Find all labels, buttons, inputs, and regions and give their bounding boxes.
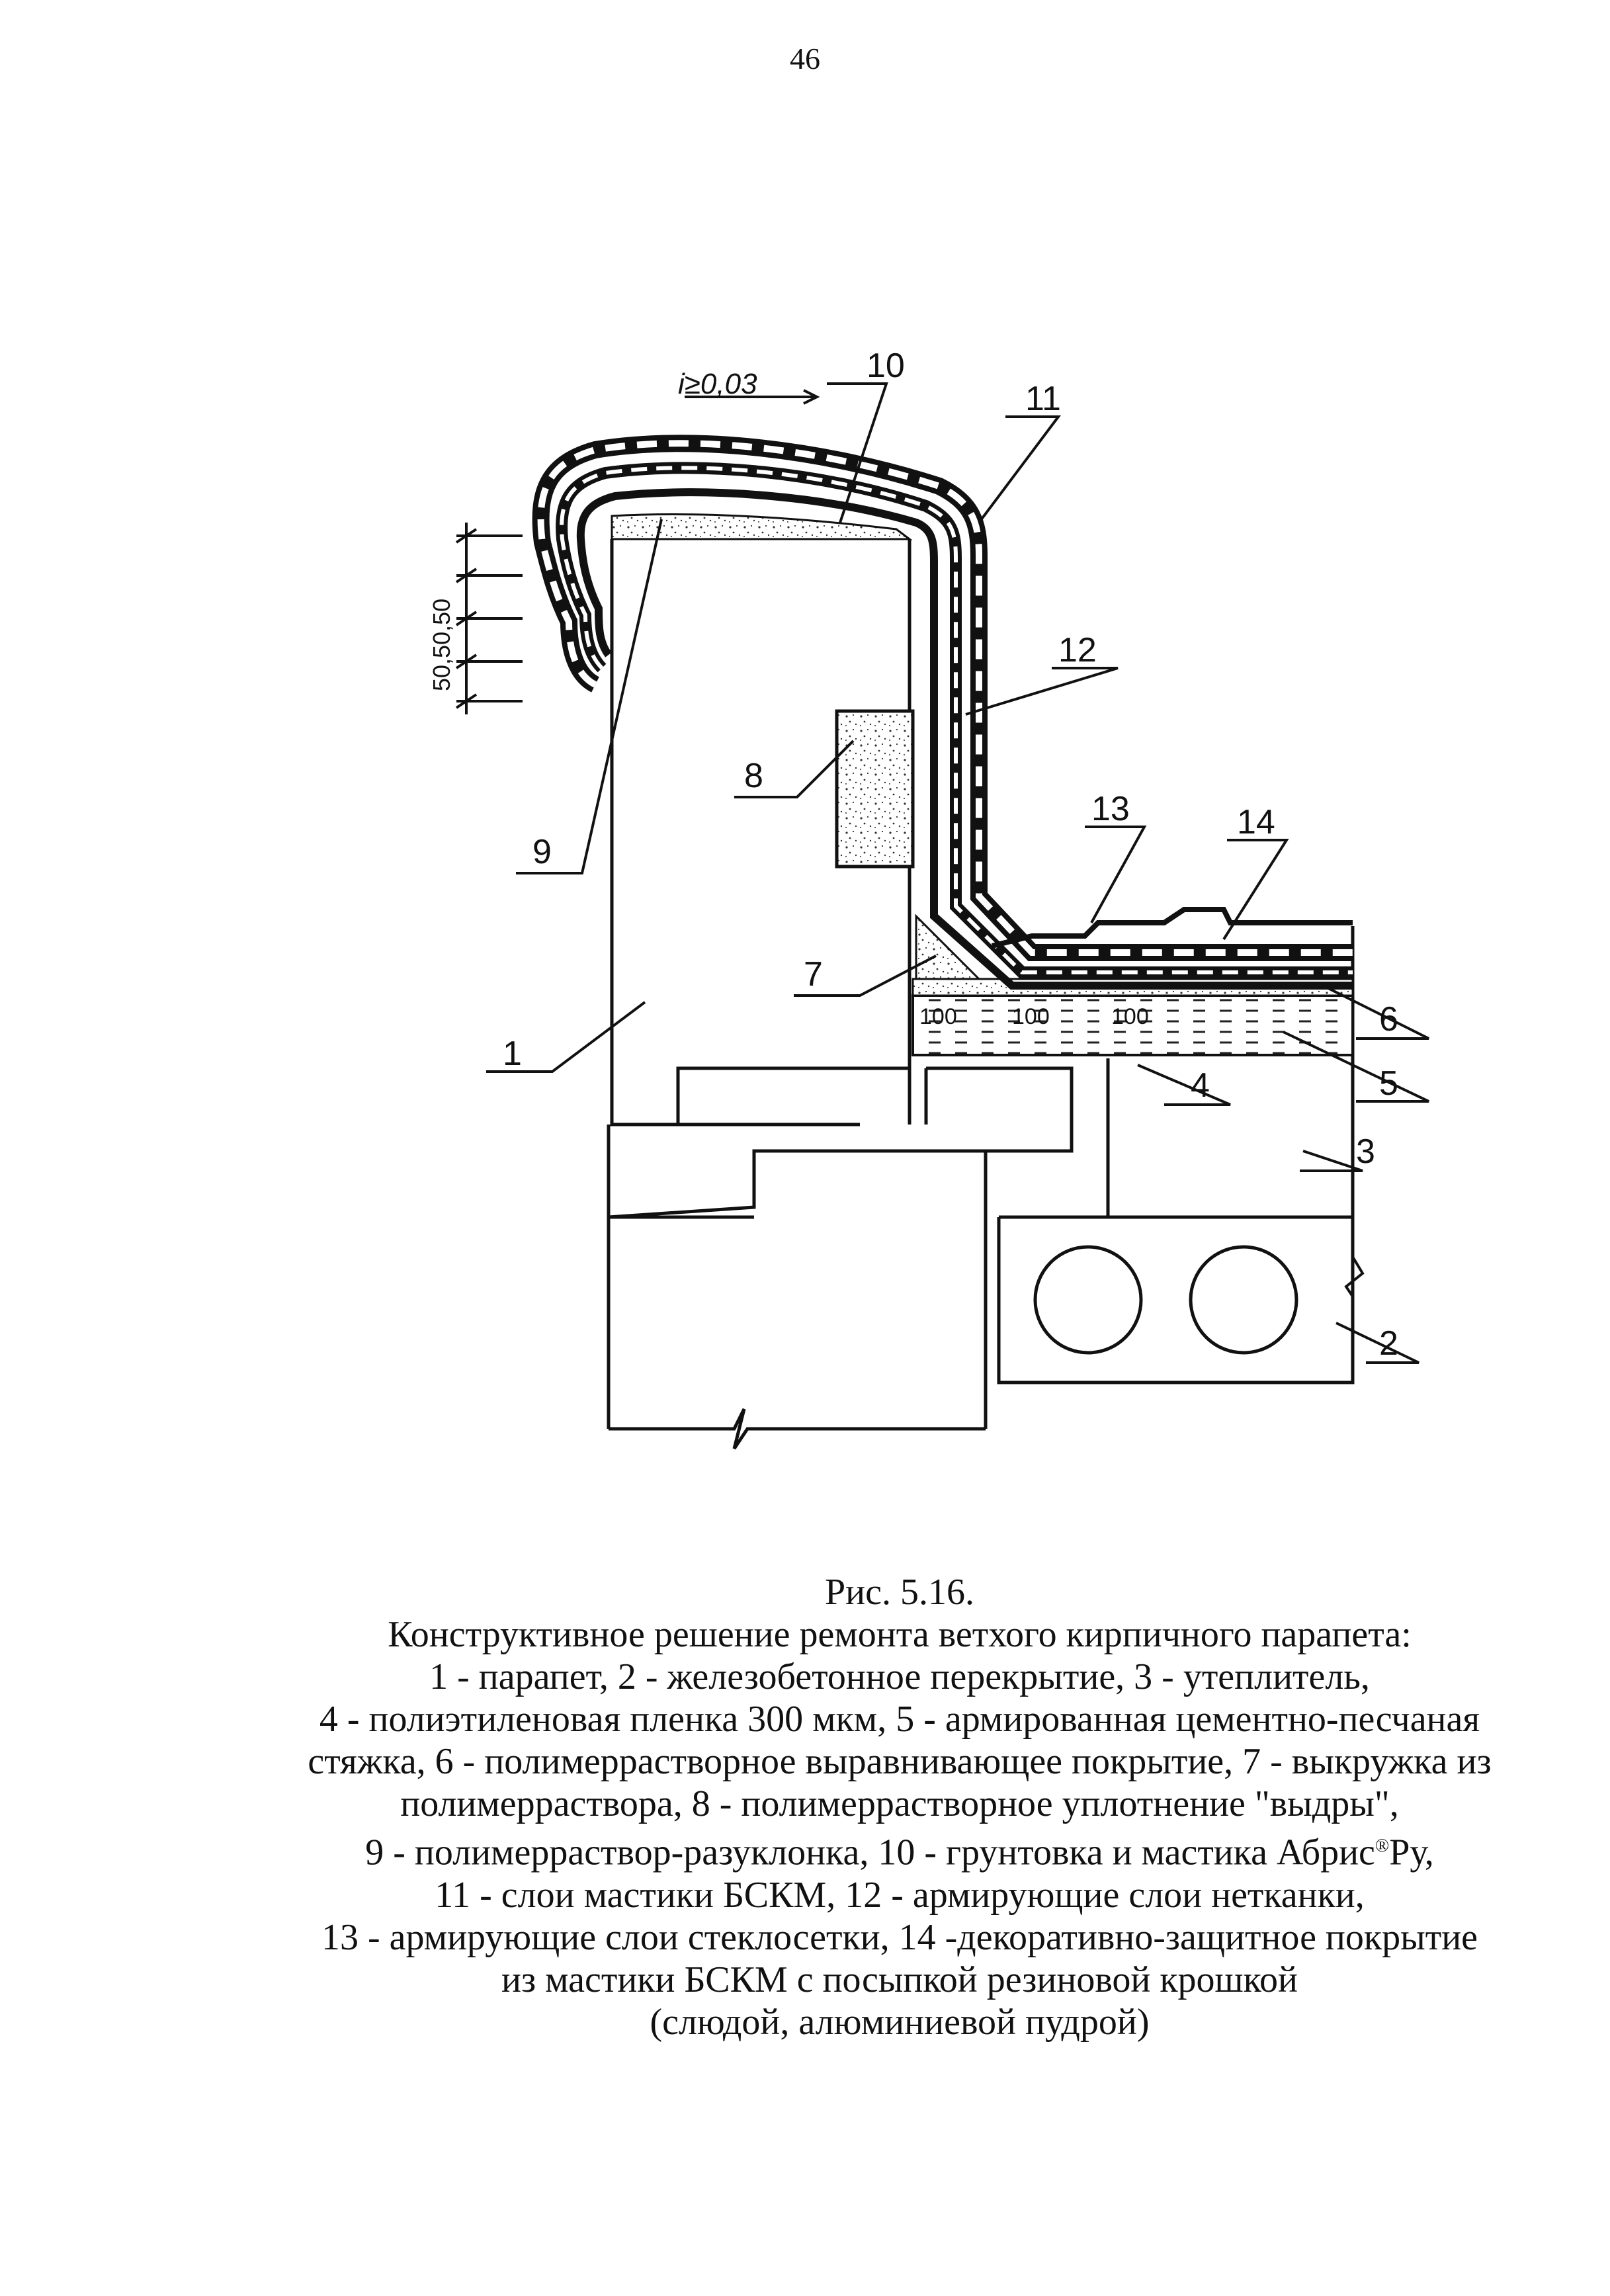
parapet-section-drawing: 100 100 100 i≥0,03 50,50,50 1 2 3 4 5 6 …: [428, 347, 1429, 1450]
callout-4: 4: [1191, 1066, 1210, 1105]
callout-11: 11: [1025, 380, 1061, 418]
legend-line: стяжка, 6 - полимеррастворное выравниваю…: [308, 1741, 1492, 1782]
figure-title: Конструктивное решение ремонта ветхого к…: [388, 1614, 1412, 1655]
slope-label: i≥0,03: [678, 368, 757, 400]
page-number: 46: [790, 42, 820, 75]
dimension-label: 50,50,50: [428, 599, 455, 691]
screed-dim-3: 100: [1111, 1004, 1149, 1029]
screed-layer: [911, 994, 1354, 1056]
callout-13: 13: [1091, 790, 1130, 828]
waterproofing-layers: [532, 435, 1353, 990]
legend-line: полимерраствора, 8 - полимеррастворное у…: [400, 1783, 1399, 1824]
figure-caption: Рис. 5.16. Конструктивное решение ремонт…: [251, 1571, 1548, 2043]
fillet: [915, 914, 982, 980]
callout-8: 8: [744, 757, 763, 795]
legend-line: 11 - слои мастики БСКМ, 12 - армирующие …: [435, 1874, 1365, 1916]
callout-9: 9: [532, 833, 552, 871]
legend-line: 4 - полиэтиленовая пленка 300 мкм, 5 - а…: [319, 1699, 1480, 1740]
legend-line: из мастики БСКМ с посыпкой резиновой кро…: [501, 1959, 1298, 2000]
legend-line: 13 - армирующие слои стеклосетки, 14 -де…: [321, 1916, 1478, 1958]
screed-dim-2: 100: [1012, 1004, 1050, 1029]
legend-line-text: 9 - полимерраствор-разуклонка, 10 - грун…: [365, 1832, 1375, 1873]
registered-mark: ®: [1375, 1836, 1390, 1856]
callout-14: 14: [1237, 803, 1275, 841]
callout-7: 7: [804, 955, 823, 994]
seal-block: [835, 709, 915, 869]
legend-line: (слюдой, алюминиевой пудрой): [650, 2001, 1150, 2043]
callout-10: 10: [867, 347, 905, 385]
figure-number: Рис. 5.16.: [825, 1572, 974, 1613]
legend-line: 1 - парапет, 2 - железобетонное перекрыт…: [429, 1656, 1370, 1697]
screed-dim-1: 100: [919, 1004, 957, 1029]
legend-line-suffix: Ру,: [1389, 1832, 1434, 1873]
legend-line-with-mark: 9 - полимерраствор-разуклонка, 10 - грун…: [251, 1825, 1548, 1874]
slope-screed: [611, 513, 913, 540]
callout-12: 12: [1058, 631, 1097, 669]
callout-5: 5: [1379, 1064, 1398, 1103]
callout-6: 6: [1379, 1000, 1398, 1039]
callout-2: 2: [1379, 1324, 1398, 1363]
leader-lines: [455, 382, 1429, 1364]
callout-1: 1: [503, 1035, 522, 1073]
callout-3: 3: [1356, 1132, 1375, 1171]
